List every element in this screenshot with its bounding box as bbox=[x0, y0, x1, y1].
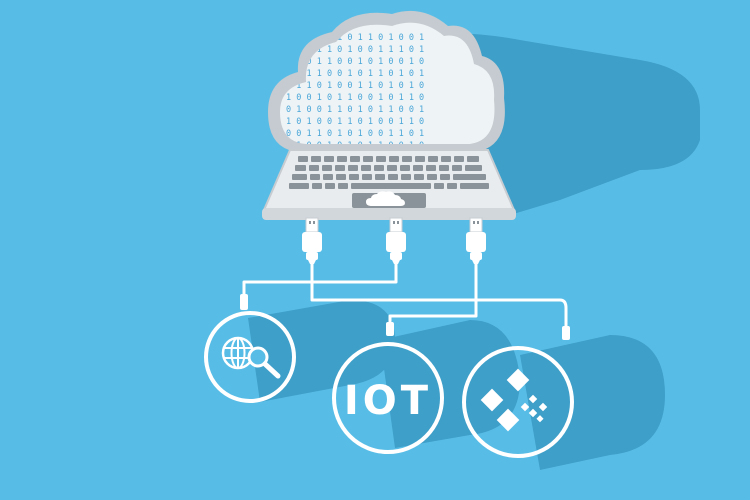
blocks-icon bbox=[480, 368, 548, 432]
key-row-3 bbox=[292, 174, 486, 180]
binary-code: 0 1 1 0 0 1 0 1 1 0 1 0 0 1 1 0 0 1 1 0 … bbox=[286, 33, 424, 151]
binary-row: 1 0 1 0 0 1 1 0 1 0 0 1 1 0 bbox=[286, 117, 424, 127]
usb-plug-icon bbox=[302, 217, 322, 264]
iot-text-icon: IOT bbox=[344, 378, 432, 424]
globe-circle-shadow bbox=[248, 300, 395, 402]
blocks-circle-shadow bbox=[520, 335, 665, 470]
laptop-base bbox=[262, 149, 516, 220]
cable-globe bbox=[242, 260, 398, 302]
keyboard bbox=[289, 156, 489, 189]
globe-search-node bbox=[204, 311, 296, 403]
iot-ring bbox=[332, 342, 444, 454]
binary-row: 1 0 1 1 0 0 1 0 1 1 0 1 0 1 bbox=[286, 69, 424, 79]
binary-row: 1 0 0 1 1 0 1 0 0 1 1 1 0 1 bbox=[286, 45, 424, 55]
connector-iot bbox=[386, 322, 394, 336]
usb-plug-icon bbox=[466, 217, 486, 264]
blocks-node bbox=[462, 346, 574, 458]
binary-row: 0 1 1 0 0 1 0 1 1 0 1 0 0 1 bbox=[286, 33, 424, 43]
binary-row: 0 1 0 0 1 1 0 1 0 1 1 0 0 1 bbox=[286, 105, 424, 115]
globe-ring bbox=[204, 311, 296, 403]
connector-globe bbox=[240, 294, 248, 310]
cable-blocks bbox=[474, 298, 568, 334]
cloud-screen: 0 1 1 0 0 1 0 1 1 0 1 0 0 1 1 0 0 1 1 0 … bbox=[268, 10, 505, 152]
iot-node: IOT bbox=[332, 342, 444, 454]
blocks-ring bbox=[462, 346, 574, 458]
cables bbox=[242, 260, 568, 334]
binary-row: 0 1 0 1 1 0 0 1 0 1 0 0 1 0 bbox=[286, 57, 424, 67]
touchpad-cloud-icon bbox=[366, 191, 405, 206]
usb-plug-icon bbox=[386, 217, 406, 264]
binary-row: 0 0 1 1 0 1 0 1 0 0 1 1 0 1 bbox=[286, 129, 424, 139]
laptop-front-edge bbox=[262, 208, 516, 220]
cloud-inner bbox=[280, 22, 495, 145]
binary-row: 1 0 0 1 0 1 1 0 0 1 0 1 1 0 bbox=[286, 93, 424, 103]
key-row-4 bbox=[289, 183, 489, 189]
binary-row: 1 1 0 0 1 0 1 0 1 1 0 0 1 0 bbox=[286, 141, 424, 151]
globe-search-icon bbox=[221, 336, 281, 379]
usb-plugs bbox=[302, 217, 486, 264]
key-row-2 bbox=[295, 165, 482, 171]
cable-connectors bbox=[240, 294, 570, 340]
binary-row: 0 1 1 0 1 0 0 1 1 0 1 0 1 0 bbox=[286, 81, 424, 91]
key-row-1 bbox=[298, 156, 479, 162]
connector-blocks bbox=[562, 326, 570, 340]
